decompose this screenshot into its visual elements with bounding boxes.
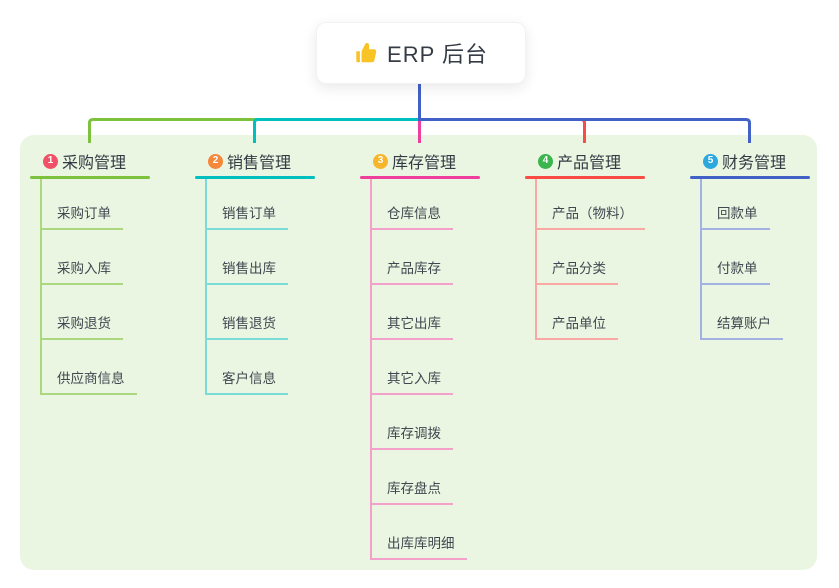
branch-number-badge: 4	[538, 153, 553, 169]
child-node[interactable]: 采购订单	[40, 207, 123, 230]
child-node[interactable]: 库存盘点	[370, 482, 453, 505]
branch-title-underline	[360, 176, 480, 179]
root-node[interactable]: ERP 后台	[316, 22, 526, 84]
child-node-label: 库存调拨	[387, 426, 441, 441]
branch-children-rail	[700, 179, 702, 340]
child-node-label: 采购退货	[57, 316, 111, 331]
child-node-label: 采购入库	[57, 261, 111, 276]
child-node-label: 其它出库	[387, 316, 441, 331]
child-node-label: 回款单	[717, 206, 758, 221]
branch-number-badge: 2	[208, 153, 223, 169]
child-node[interactable]: 销售出库	[205, 262, 288, 285]
root-node-label: ERP 后台	[387, 42, 488, 67]
child-node[interactable]: 产品单位	[535, 317, 618, 340]
child-node-label: 产品（物料）	[552, 206, 633, 221]
child-node[interactable]: 客户信息	[205, 372, 288, 395]
child-node[interactable]: 结算账户	[700, 317, 783, 340]
child-node-label: 产品单位	[552, 316, 606, 331]
child-node[interactable]: 回款单	[700, 207, 770, 230]
child-node-label: 出库库明细	[387, 536, 455, 551]
child-node[interactable]: 产品分类	[535, 262, 618, 285]
child-node-label: 付款单	[717, 261, 758, 276]
child-node-label: 供应商信息	[57, 371, 125, 386]
child-node-label: 结算账户	[717, 316, 771, 331]
child-node[interactable]: 其它入库	[370, 372, 453, 395]
child-node-label: 采购订单	[57, 206, 111, 221]
child-node-label: 客户信息	[222, 371, 276, 386]
branch-title-label: 财务管理	[722, 155, 787, 172]
child-node-label: 销售退货	[222, 316, 276, 331]
child-node[interactable]: 库存调拨	[370, 427, 453, 450]
branch-title-label: 销售管理	[227, 155, 292, 172]
child-node[interactable]: 采购退货	[40, 317, 123, 340]
mindmap-panel	[20, 135, 817, 570]
branch-number-badge: 5	[703, 153, 718, 169]
child-node[interactable]: 产品（物料）	[535, 207, 645, 230]
child-node[interactable]: 销售退货	[205, 317, 288, 340]
branch-title-label: 库存管理	[392, 155, 457, 172]
child-node[interactable]: 供应商信息	[40, 372, 137, 395]
child-node-label: 产品库存	[387, 261, 441, 276]
child-node[interactable]: 采购入库	[40, 262, 123, 285]
branch-title-underline	[195, 176, 315, 179]
branch-number-badge: 3	[373, 153, 388, 169]
branch-title-underline	[690, 176, 810, 179]
child-node-label: 库存盘点	[387, 481, 441, 496]
thumbs-up-icon	[354, 41, 378, 65]
branch-children-rail	[535, 179, 537, 340]
child-node[interactable]: 其它出库	[370, 317, 453, 340]
branch-title-label: 采购管理	[62, 155, 127, 172]
child-node[interactable]: 销售订单	[205, 207, 288, 230]
child-node-label: 仓库信息	[387, 206, 441, 221]
branch-title-underline	[30, 176, 150, 179]
branch-children-rail	[205, 179, 207, 395]
child-node[interactable]: 付款单	[700, 262, 770, 285]
branch-children-rail	[40, 179, 42, 395]
branch-title-label: 产品管理	[557, 155, 622, 172]
child-node-label: 其它入库	[387, 371, 441, 386]
branch-title-underline	[525, 176, 645, 179]
branch-children-rail	[370, 179, 372, 560]
child-node-label: 销售出库	[222, 261, 276, 276]
child-node[interactable]: 产品库存	[370, 262, 453, 285]
child-node-label: 销售订单	[222, 206, 276, 221]
child-node[interactable]: 仓库信息	[370, 207, 453, 230]
branch-number-badge: 1	[43, 153, 58, 169]
child-node[interactable]: 出库库明细	[370, 537, 467, 560]
child-node-label: 产品分类	[552, 261, 606, 276]
